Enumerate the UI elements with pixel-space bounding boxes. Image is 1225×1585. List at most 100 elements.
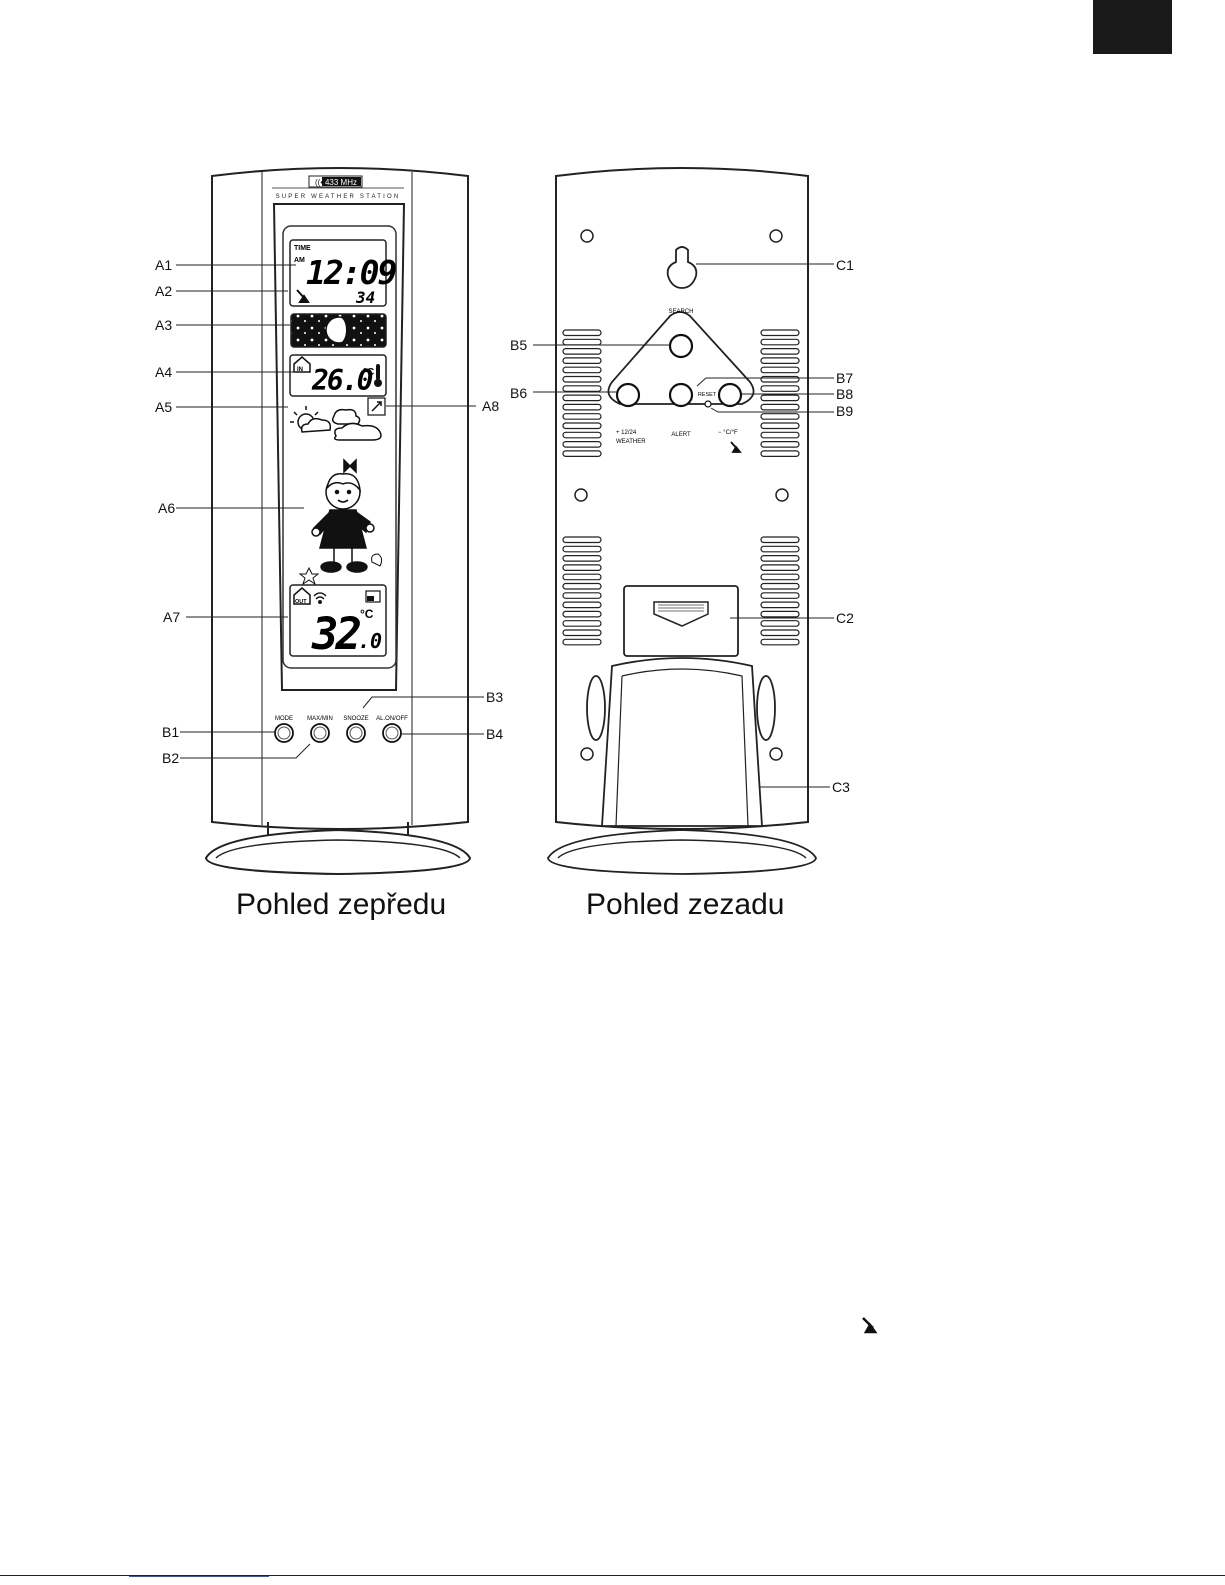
vent-slot [563,611,601,617]
maxmin-label: MAX/MIN [307,716,333,722]
vent-slot [761,358,799,364]
vent-slot [563,339,601,345]
front-view-caption: Pohled zepředu [236,888,446,922]
outdoor-temperature-display: OUT 32 .0 °C [290,585,386,660]
callout-b6: B6 [510,385,527,401]
vent-slot [563,349,601,355]
vent-slot [761,556,799,562]
callout-a3: A3 [155,317,172,333]
callout-b3: B3 [486,689,503,705]
vent-slot [563,593,601,599]
callout-c3: C3 [832,779,850,795]
vent-slot [563,639,601,645]
vent-slot [563,330,601,336]
battery-icon [366,591,380,602]
vent-slot [761,639,799,645]
callout-b8: B8 [836,386,853,402]
callout-a1: A1 [155,257,172,273]
reset-label: RESET [698,392,717,398]
callout-c1: C1 [836,257,854,273]
time-label: TIME [294,245,311,252]
ampm-label: AM [294,257,305,264]
vent-slot [761,349,799,355]
back-view-caption: Pohled zezadu [586,888,785,922]
vent-slot [563,395,601,401]
vent-slot [761,537,799,543]
vent-slot [761,574,799,580]
vent-slot [761,330,799,336]
callout-c2: C2 [836,610,854,626]
search-label: SEARCH [668,309,693,315]
alert-label: ALERT [671,432,691,438]
vent-slot [563,423,601,429]
search-button[interactable] [670,335,692,357]
callout-b1: B1 [162,724,179,740]
vent-slot [563,584,601,590]
moon-phase-icon [291,314,386,347]
indoor-unit: °C [363,367,374,378]
vent-slot [761,395,799,401]
brand-label: SUPER WEATHER STATION [276,194,401,200]
callout-b9: B9 [836,403,853,419]
indoor-label: IN [297,367,303,373]
vent-slot [563,630,601,636]
clock-time: 12:09 [306,253,396,292]
vent-slot [563,386,601,392]
vent-slot [563,602,601,608]
vent-slot [563,367,601,373]
vent-slot [761,367,799,373]
vent-slot [761,386,799,392]
mode-label: MODE [275,716,293,722]
vent-slot [761,593,799,599]
callout-a4: A4 [155,364,172,380]
vent-slot [563,556,601,562]
vent-slot [563,451,601,457]
callout-b2: B2 [162,750,179,766]
callout-b4: B4 [486,726,503,742]
front-stand [206,822,470,874]
alarm-onoff-label: AL.ON/OFF [376,716,408,722]
callout-a8: A8 [482,398,499,414]
vent-slot [761,414,799,420]
vent-slot [761,404,799,410]
vent-slot [761,602,799,608]
front-view: 433 MHz ((• SUPER WEATHER STATION TIME A… [155,168,503,874]
vent-slot [761,339,799,345]
vent-slot [563,546,601,552]
weather-1224-button[interactable] [617,384,639,406]
callout-a6: A6 [158,500,175,516]
footer-link-underline [129,1576,269,1577]
vent-slot [563,537,601,543]
outdoor-decimal: .0 [358,629,382,653]
vent-slot [563,621,601,627]
vent-slot [761,546,799,552]
callout-a5: A5 [155,399,172,415]
frequency-badge: 433 MHz ((• [309,176,362,187]
outdoor-temp: 32 [311,609,360,660]
vent-slot [761,451,799,457]
outdoor-label: OUT [295,599,307,605]
vent-slot [761,621,799,627]
callout-b7: B7 [836,370,853,386]
vent-slot [563,574,601,580]
vent-slot [563,414,601,420]
badge-label: 433 MHz [325,178,357,187]
vent-slot [563,358,601,364]
unit-key-label: − °C/°F [718,430,738,436]
reset-button[interactable] [705,401,711,407]
time-display: TIME AM 12:09 34 [290,240,396,307]
alert-button[interactable] [670,384,692,406]
weather-label: WEATHER [616,439,646,445]
clock-seconds: 34 [355,288,375,307]
callout-a2: A2 [155,283,172,299]
vent-slot [563,442,601,448]
vent-slot [761,442,799,448]
vent-slot [761,630,799,636]
vent-slot [761,565,799,571]
vent-slot [761,584,799,590]
vent-slot [563,565,601,571]
back-view: SEARCH RESET + 12/24 WEATHER ALERT − °C/… [510,168,854,874]
unit-button[interactable] [719,384,741,406]
battery-cover [624,586,738,656]
vent-slot [563,404,601,410]
